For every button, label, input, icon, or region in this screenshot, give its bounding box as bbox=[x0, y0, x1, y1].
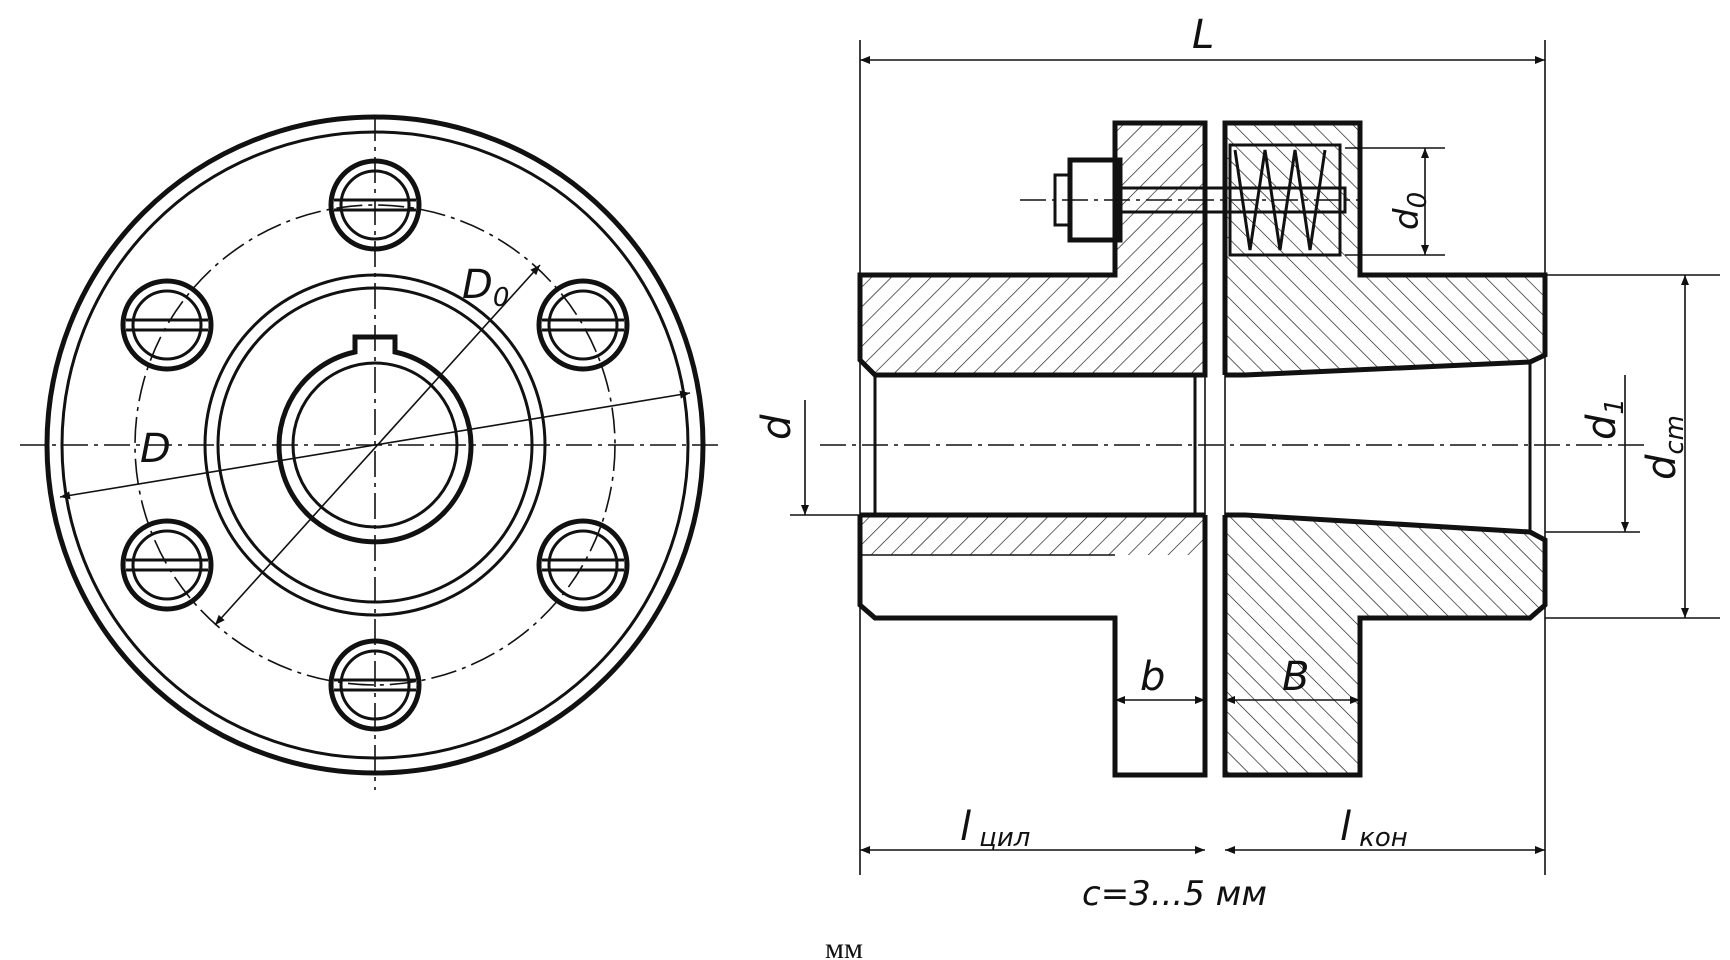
end-view: D D0 bbox=[20, 114, 720, 790]
dimension-line-D0 bbox=[214, 264, 541, 626]
label-D0: D0 bbox=[462, 262, 509, 313]
bolt-head-upper-left bbox=[120, 278, 214, 372]
left-hub-top-hatch bbox=[860, 123, 1205, 375]
label-d0: d0 bbox=[1387, 192, 1433, 230]
label-d: d bbox=[754, 414, 800, 440]
right-hub-bottom-hatch bbox=[1225, 515, 1545, 775]
right-hub-top-hatch bbox=[1225, 123, 1545, 375]
bolt-heads bbox=[120, 158, 630, 732]
label-d1: d1 bbox=[1579, 398, 1630, 440]
label-b: b bbox=[1140, 654, 1165, 700]
label-dcm: dcm bbox=[1639, 415, 1690, 480]
label-L: L bbox=[1192, 12, 1214, 58]
label-B: B bbox=[1282, 654, 1309, 700]
left-hub-bottom-hatch bbox=[860, 515, 1205, 555]
label-clearance: c=3...5 мм bbox=[1082, 874, 1267, 914]
bolt-assembly bbox=[1020, 143, 1360, 257]
outer-flange-circle bbox=[44, 114, 706, 776]
caption-units: мм bbox=[825, 932, 863, 960]
bolt-head-lower-left bbox=[120, 518, 214, 612]
bolt-head-top bbox=[328, 158, 422, 252]
bolt-head-upper-right bbox=[536, 278, 630, 372]
bolt-head-bottom bbox=[328, 638, 422, 732]
bolt-head-lower-right bbox=[536, 518, 630, 612]
label-D: D bbox=[140, 426, 171, 472]
right-hub-bottom-outline bbox=[1222, 512, 1548, 778]
spring bbox=[1233, 149, 1327, 251]
